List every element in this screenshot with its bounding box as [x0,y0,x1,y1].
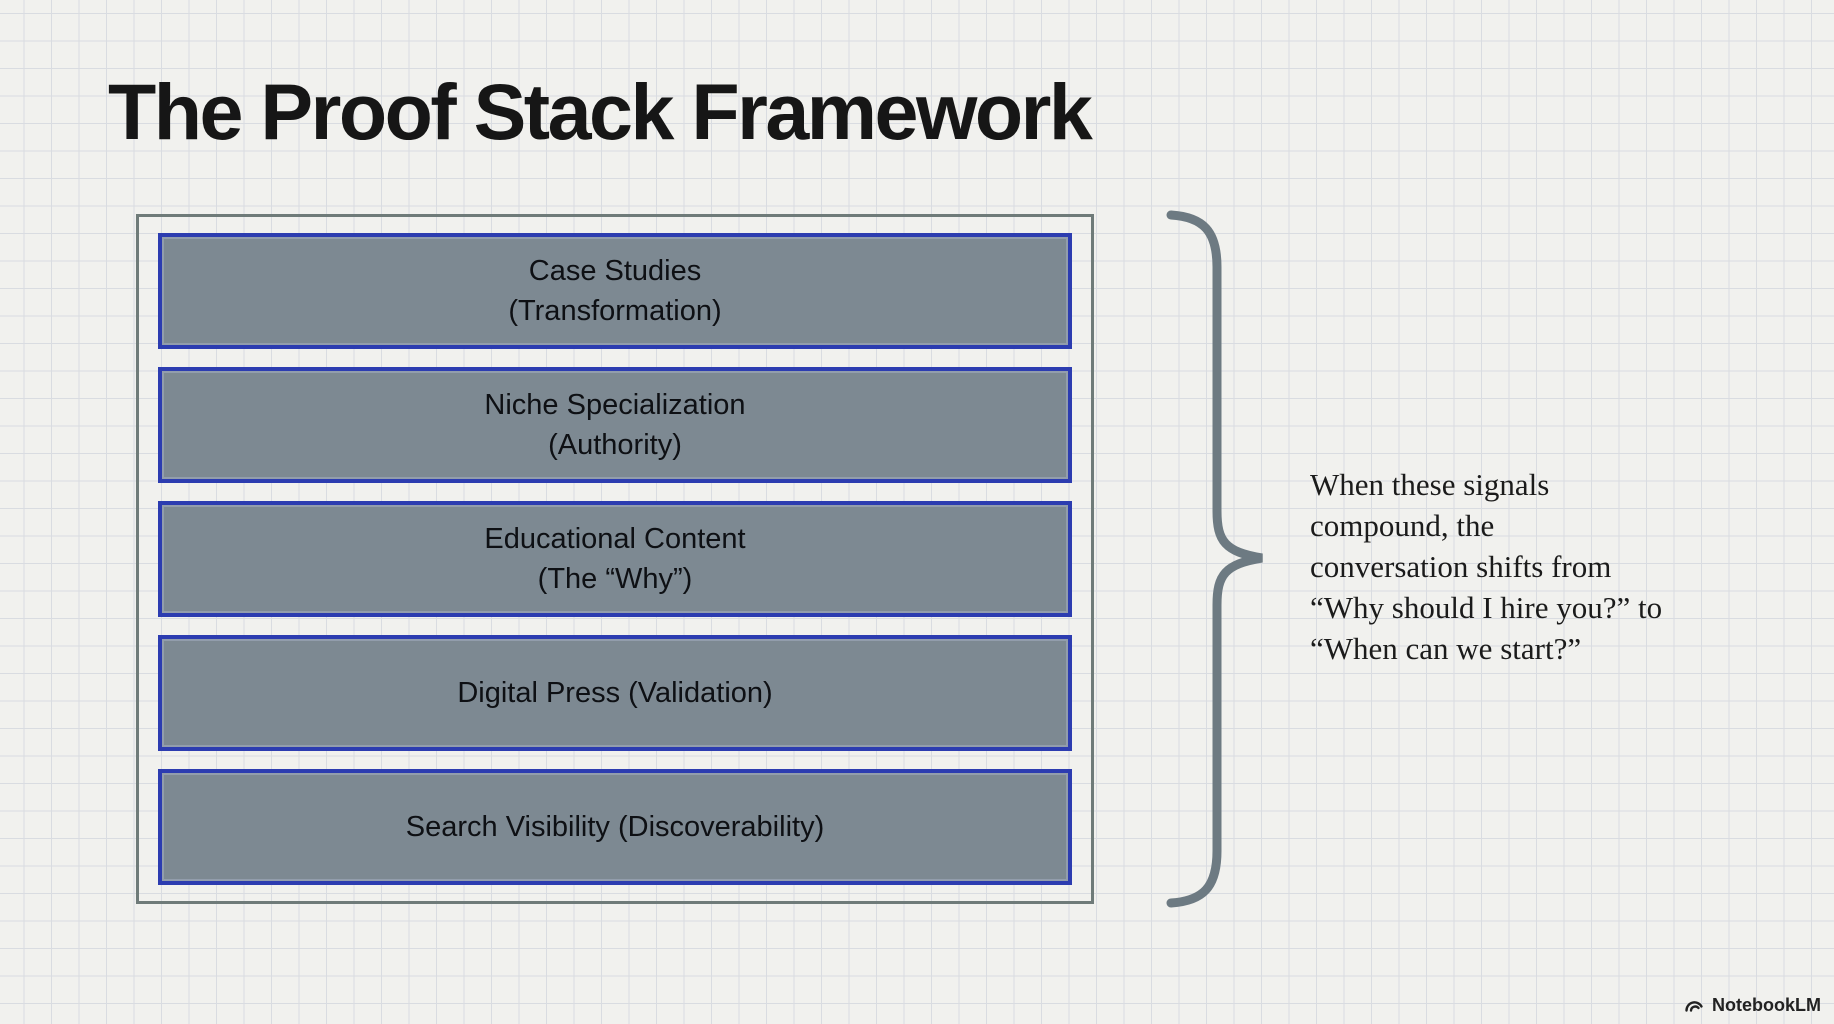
annotation-line: “When can we start?” [1310,631,1582,666]
stack-box-label: Case Studies [528,255,702,287]
annotation-line: compound, the [1310,508,1495,543]
notebooklm-logo-icon [1685,1001,1703,1012]
notebooklm-label: NotebookLM [1712,995,1821,1015]
stack-box-niche-specialization: Niche Specialization (Authority) [158,367,1072,483]
annotation-line: “Why should I hire you?” to [1310,590,1663,625]
stack-box-label: Digital Press (Validation) [457,677,773,709]
stack-box-sublabel: (The “Why”) [537,563,693,595]
notebooklm-watermark: NotebookLM [1684,995,1821,1016]
stack-box-sublabel: (Transformation) [508,295,722,327]
stack-box-case-studies: Case Studies (Transformation) [158,233,1072,349]
page-title: The Proof Stack Framework [108,67,1093,156]
stack-box-digital-press: Digital Press (Validation) [158,635,1072,751]
stack-box-educational-content: Educational Content (The “Why”) [158,501,1072,617]
annotation-line: conversation shifts from [1310,549,1612,584]
annotation-text: When these signals compound, the convers… [1310,464,1740,669]
proof-stack-container: Case Studies (Transformation) Niche Spec… [136,214,1094,904]
stack-box-label: Search Visibility (Discoverability) [405,811,825,843]
curly-brace [1166,210,1263,908]
stack-box-search-visibility: Search Visibility (Discoverability) [158,769,1072,885]
stack-box-label: Niche Specialization [484,389,746,421]
stack-box-sublabel: (Authority) [548,429,682,461]
annotation-line: When these signals [1310,467,1550,502]
stack-box-label: Educational Content [484,523,746,555]
